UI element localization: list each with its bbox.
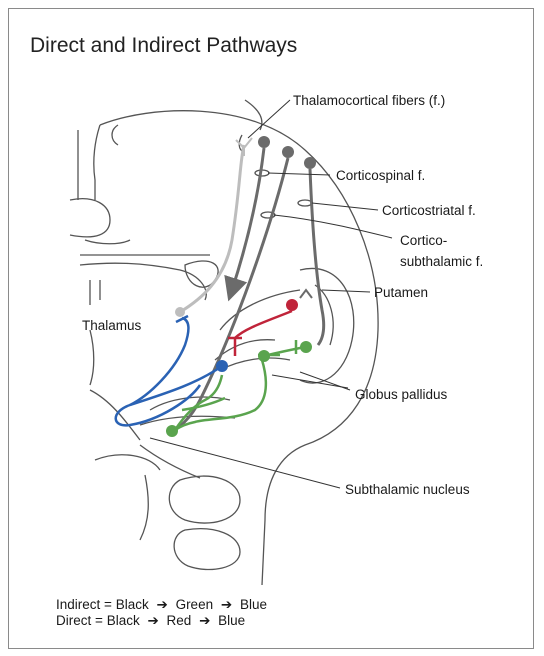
legend-arrow-icon: ➔ xyxy=(156,597,167,612)
brain-outline xyxy=(70,100,378,585)
cortical-neurons xyxy=(172,136,324,432)
legend-arrow-icon: ➔ xyxy=(221,597,232,612)
legend-arrow-icon: ➔ xyxy=(199,613,210,628)
legend-indirect: Indirect = Black ➔ Green ➔ Blue xyxy=(56,597,267,613)
label-corticospinal: Corticospinal f. xyxy=(336,168,425,183)
gpe-neuron xyxy=(258,350,270,362)
legend-indirect-eq: = xyxy=(104,597,112,612)
subthalamic-neuron xyxy=(166,425,178,437)
label-thalamus: Thalamus xyxy=(82,318,142,333)
legend-indirect-step-2: Green xyxy=(176,597,214,612)
label-globus-pallidus: Globus pallidus xyxy=(355,387,448,402)
legend-indirect-name: Indirect xyxy=(56,597,100,612)
thalamic-neuron-soma xyxy=(175,307,185,317)
label-corticostriatal: Corticostriatal f. xyxy=(382,203,476,218)
legend-direct: Direct = Black ➔ Red ➔ Blue xyxy=(56,613,245,629)
label-subthalamic-nucleus: Subthalamic nucleus xyxy=(345,482,470,497)
striatal-indirect-neuron xyxy=(300,341,312,353)
legend-indirect-step-3: Blue xyxy=(240,597,267,612)
legend-direct-eq: = xyxy=(95,613,103,628)
label-corticosubthalamic-line1: Cortico- xyxy=(400,233,447,248)
legend-direct-step-1: Black xyxy=(107,613,140,628)
label-corticosubthalamic-line2: subthalamic f. xyxy=(400,254,483,269)
legend-direct-step-2: Red xyxy=(167,613,192,628)
legend-direct-name: Direct xyxy=(56,613,91,628)
leader-lines xyxy=(150,100,392,488)
legend-arrow-icon: ➔ xyxy=(147,613,158,628)
thalamocortical-terminal xyxy=(236,138,252,156)
label-putamen: Putamen xyxy=(374,285,428,300)
legend-indirect-step-1: Black xyxy=(116,597,149,612)
label-thalamocortical: Thalamocortical fibers (f.) xyxy=(293,93,445,108)
legend-direct-step-3: Blue xyxy=(218,613,245,628)
